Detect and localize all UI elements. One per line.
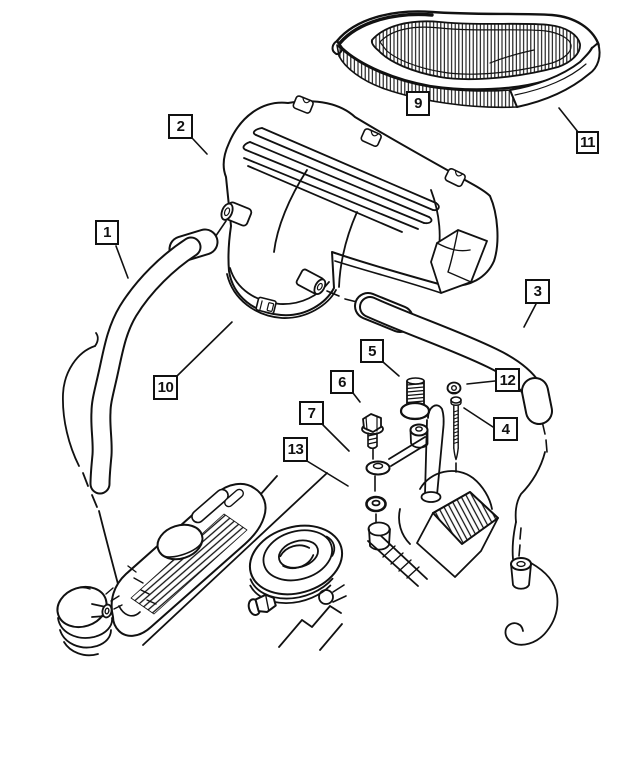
cover-flange-drawing [430, 229, 488, 294]
pulley-bolt-drawing [247, 593, 277, 616]
callout-3[interactable]: 3 [525, 279, 550, 304]
vacuum-actuator-drawing [56, 585, 123, 657]
hex-bolt-drawing [361, 413, 384, 492]
stud-bolt-drawing [399, 377, 431, 421]
callout-13[interactable]: 13 [283, 437, 308, 462]
pulley-drawing [248, 524, 344, 605]
leader-line-5 [382, 361, 400, 377]
leader-line-2 [192, 138, 208, 155]
air-cleaner-cover-drawing [210, 95, 499, 319]
callout-2[interactable]: 2 [168, 114, 193, 139]
callout-12[interactable]: 12 [495, 368, 520, 392]
leader-line-1 [115, 245, 129, 279]
left-hose-drawing [89, 228, 219, 495]
engine-bracket-lines-drawing [278, 584, 347, 651]
callout-4[interactable]: 4 [493, 417, 518, 441]
callout-10[interactable]: 10 [153, 375, 178, 400]
engine-outline-drawing [62, 332, 328, 646]
leader-line-6 [352, 392, 361, 403]
right-hose-drawing [354, 292, 553, 425]
bracket-drawing [365, 423, 429, 476]
hose-fitting-drawing [510, 527, 532, 590]
leader-lines [115, 107, 579, 487]
leader-line-12 [466, 380, 496, 385]
callout-1[interactable]: 1 [95, 220, 119, 245]
leader-line-3 [523, 303, 537, 328]
callout-11[interactable]: 11 [576, 131, 599, 154]
leader-line-10 [176, 321, 233, 377]
nut-drawing [446, 381, 462, 395]
grommet-drawing [365, 495, 387, 523]
cover-clip-drawing [292, 95, 466, 188]
oil-cap-drawing [156, 523, 204, 561]
callout-5[interactable]: 5 [360, 339, 384, 363]
valve-cover-drawing [110, 482, 267, 637]
leader-line-7 [322, 424, 350, 452]
callout-6[interactable]: 6 [330, 370, 354, 394]
cover-ribs-drawing [242, 127, 440, 233]
leader-line-4 [463, 407, 494, 428]
leader-line-11 [558, 107, 579, 133]
long-stud-drawing [450, 396, 462, 473]
callout-9[interactable]: 9 [406, 91, 430, 116]
engine-mount-drawing [367, 404, 559, 646]
air-filter-element-drawing [331, 10, 601, 109]
leader-line-13 [306, 460, 349, 487]
hose-nipple-drawing [220, 201, 327, 295]
callout-7[interactable]: 7 [299, 401, 324, 425]
